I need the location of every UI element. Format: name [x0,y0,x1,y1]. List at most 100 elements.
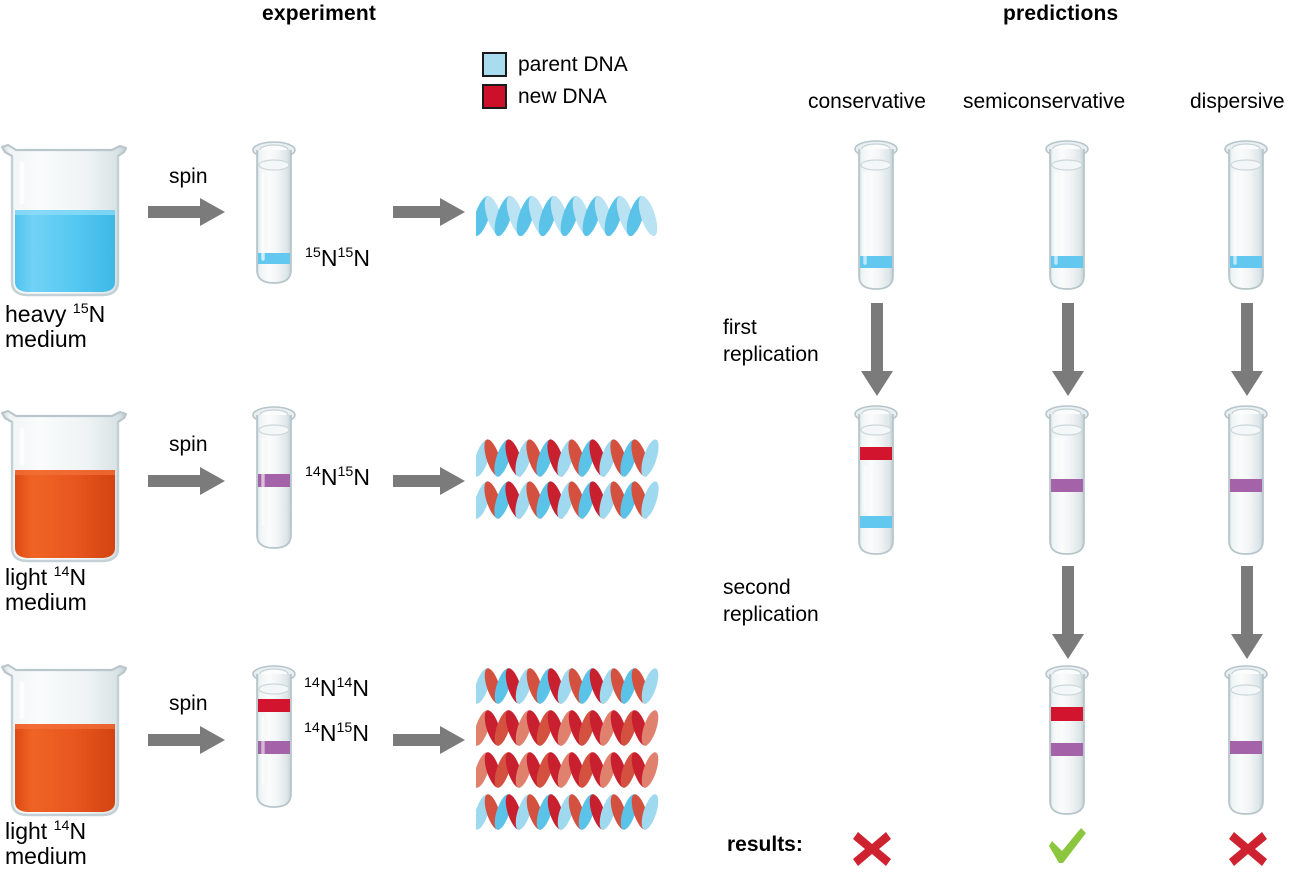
arrow-down-semiconservative-second [1052,566,1084,659]
beaker-label-line2: medium [5,589,87,615]
beaker-label-line1: light [5,564,48,590]
arrow-down-dispersive-first [1231,303,1263,396]
tube-band-red [258,699,290,712]
second-replication-line1: second [723,576,791,599]
tube-band-blue [1230,256,1262,268]
iso-sup-2: 15 [337,464,354,481]
tube-band-blue [258,253,290,264]
prediction-column-label-conservative: conservative [808,90,926,113]
tube-experiment-row2 [250,404,298,552]
legend-swatch-new-icon [482,84,507,109]
legend-item-new-dna: new DNA [482,84,628,109]
predictions-section-title: predictions [1003,2,1119,25]
beaker-label-isotope-sup: 14 [53,564,70,581]
spin-label-row1: spin [169,165,208,188]
legend: parent DNA new DNA [482,52,628,109]
iso-base-2: N [352,675,369,701]
arrow-down-dispersive-second [1231,566,1263,659]
dna-helix-row3-4 [476,791,666,833]
iso-base-1: N [319,675,337,701]
tube-band-red [860,447,892,460]
iso-base-2: N [353,464,370,490]
beaker-label-line2: medium [5,843,87,869]
tube-band-purple [258,474,290,487]
tube-dispersive-gen2 [1222,663,1270,818]
tube-conservative-gen0 [852,138,900,293]
dna-helix-row1-1 [476,192,666,240]
first-replication-line1: first [723,316,757,339]
iso-base-1: N [320,245,338,271]
beaker-label-isotope-base: N [69,818,87,844]
tube-dispersive-gen0 [1222,138,1270,293]
spin-label-row2: spin [169,433,208,456]
tube-semiconservative-gen0 [1043,138,1091,293]
beaker-light-14n-second [0,662,128,820]
iso-sup-2: 14 [336,675,353,692]
iso-sup-1: 14 [304,675,320,692]
tube-band-purple [258,741,290,754]
iso-sup-2: 15 [337,245,354,262]
spin-label-row3: spin [169,692,208,715]
tube-band-purple [1230,741,1262,754]
tube-band-purple [1230,479,1262,492]
beaker-label-line1: light [5,818,48,844]
legend-label-new: new DNA [518,84,607,108]
tube-band-blue [860,256,892,268]
prediction-column-label-dispersive: dispersive [1190,90,1285,113]
tube-label-row3-lower: 14N15N [304,720,369,746]
arrow-right-row3-result [393,726,465,754]
beaker-label-line2: medium [5,326,87,352]
dna-helix-row3-1 [476,665,666,707]
tube-experiment-row3 [250,663,298,811]
beaker-label-isotope-sup: 15 [72,301,89,318]
tube-semiconservative-gen2 [1043,663,1091,818]
beaker-label-light-14n-second: light 14N medium [5,818,87,869]
tube-dispersive-gen1 [1222,403,1270,558]
beaker-label-heavy-15n: heavy 15N medium [5,301,106,352]
tube-label-row3-upper: 14N14N [304,675,369,701]
tube-label-row1: 15N15N [305,245,370,271]
arrow-down-semiconservative-first [1052,303,1084,396]
prediction-column-label-semiconservative: semiconservative [963,90,1126,113]
dna-helix-row2-1 [476,436,666,480]
beaker-label-isotope-base: N [69,564,87,590]
first-replication-label: first replication [723,315,819,369]
iso-base-1: N [319,720,337,746]
second-replication-line2: replication [723,602,819,626]
legend-item-parent-dna: parent DNA [482,52,628,77]
iso-base-2: N [352,720,369,746]
tube-band-purple [1051,743,1083,756]
beaker-label-line1: heavy [5,301,67,327]
iso-sup-1: 15 [305,245,321,262]
first-replication-line2: replication [723,342,819,366]
iso-sup-1: 14 [305,464,321,481]
arrow-right-row1-result [393,198,465,226]
cross-icon-dispersive [1228,830,1268,868]
tube-band-blue [1051,256,1083,268]
beaker-light-14n-first [0,408,128,566]
experiment-section-title: experiment [262,2,377,25]
dna-helix-row3-2 [476,707,666,749]
tube-band-blue [860,516,892,528]
beaker-label-light-14n-first: light 14N medium [5,564,87,615]
iso-base-2: N [353,245,370,271]
beaker-label-isotope-sup: 14 [53,818,70,835]
dna-helix-row2-2 [476,478,666,522]
check-icon-semiconservative [1046,826,1088,868]
beaker-label-isotope-base: N [88,301,106,327]
tube-band-red [1051,707,1083,721]
iso-sup-2: 15 [336,720,353,737]
tube-experiment-row1 [250,139,298,287]
cross-icon-conservative [852,830,892,868]
arrow-right-row1-spin [148,198,225,226]
tube-label-row2: 14N15N [305,464,370,490]
legend-swatch-parent-icon [482,52,507,77]
legend-label-parent: parent DNA [518,52,628,76]
tube-semiconservative-gen1 [1043,403,1091,558]
arrow-right-row3-spin [148,726,225,754]
beaker-heavy-15n [0,142,128,300]
iso-base-1: N [320,464,338,490]
dna-helix-row3-3 [476,749,666,791]
second-replication-label: second replication [723,575,819,629]
